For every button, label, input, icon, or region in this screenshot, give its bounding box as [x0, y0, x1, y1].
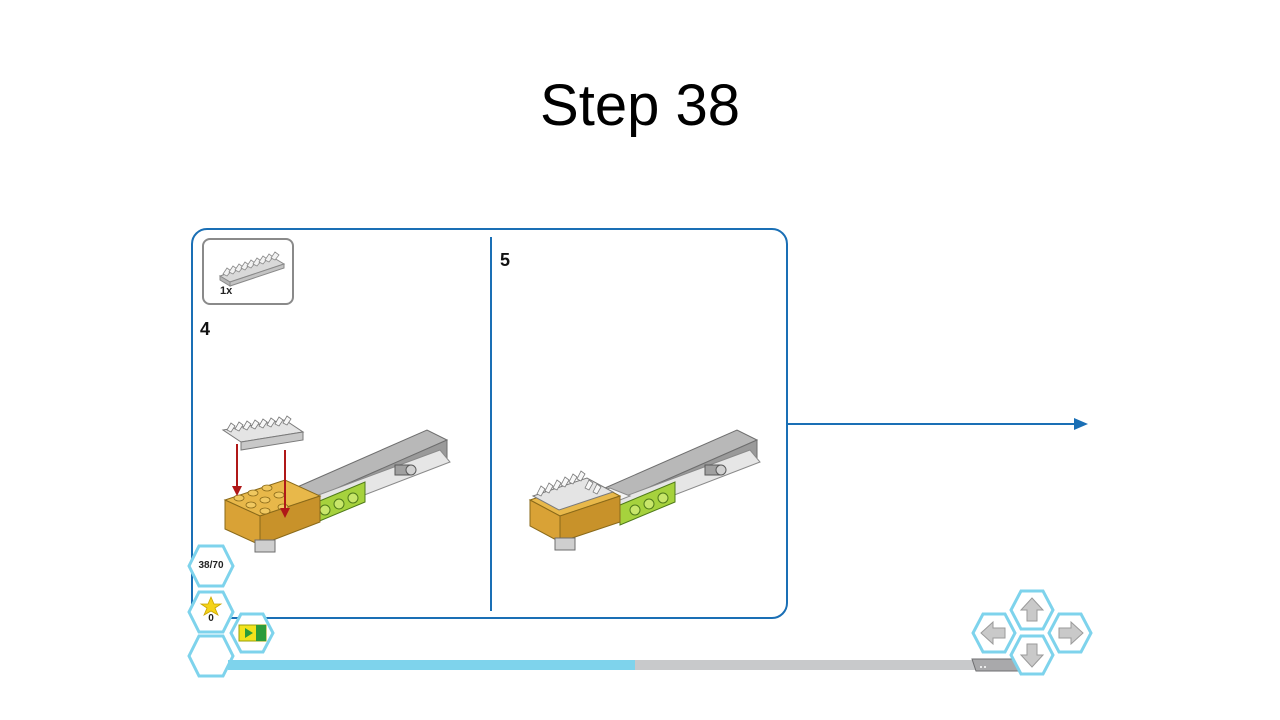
play-model-button[interactable]: [229, 612, 275, 654]
connector-arrowhead-icon: [1074, 418, 1088, 430]
nav-right-button[interactable]: [1047, 612, 1093, 654]
page-counter-text: 38/70: [198, 560, 224, 571]
nav-up-button[interactable]: [1009, 589, 1055, 631]
gear-rack-piece-icon: [218, 251, 286, 287]
instruction-frame: [191, 228, 788, 619]
substep-5-model-illustration: [528, 429, 761, 551]
substep-4-model-illustration: [221, 415, 451, 553]
hexagon-badge-icon: [187, 590, 235, 634]
parts-callout: 1x: [202, 238, 294, 305]
arrow-left-icon: [971, 612, 1017, 654]
star-icon: [199, 595, 223, 616]
part-quantity: 1x: [220, 285, 233, 297]
hexagon-badge-icon: [187, 544, 235, 588]
nav-left-button[interactable]: [971, 612, 1017, 654]
callout-connector-line: [788, 423, 1076, 425]
progress-fill: [228, 660, 635, 670]
nav-down-button[interactable]: [1009, 634, 1055, 676]
arrow-down-icon: [1009, 634, 1055, 676]
arrow-right-icon: [1047, 612, 1093, 654]
home-hex-button[interactable]: [187, 634, 235, 678]
play-icon: [229, 612, 275, 654]
substep-number-4: 4: [200, 319, 211, 339]
stars-badge[interactable]: 0: [187, 590, 235, 634]
substep-number-5: 5: [500, 250, 511, 270]
stars-count: 0: [208, 613, 214, 624]
slide-title: Step 38: [540, 73, 740, 138]
hexagon-icon: [187, 634, 235, 678]
substep-divider: [490, 237, 492, 611]
page-counter-badge[interactable]: 38/70: [187, 544, 235, 588]
arrow-up-icon: [1009, 589, 1055, 631]
